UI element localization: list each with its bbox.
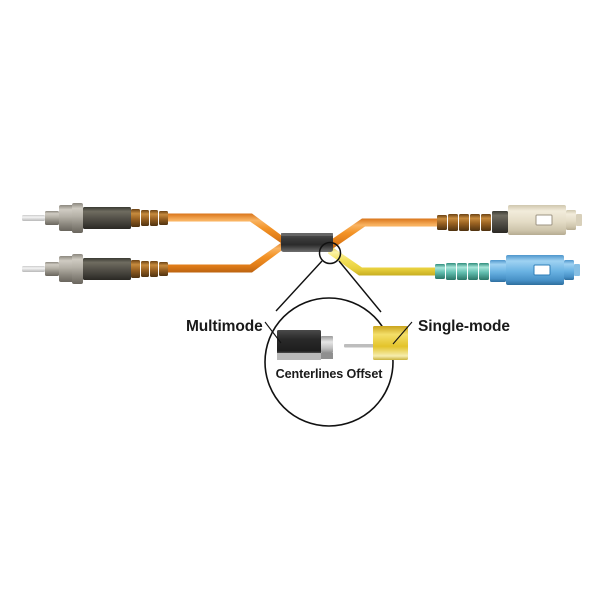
multimode-leader-line xyxy=(264,321,282,344)
st-upper-crimp-1 xyxy=(131,209,140,227)
sc-upper-crimp-3 xyxy=(459,214,469,231)
splitter-sleeve-highlight xyxy=(281,233,333,236)
magnifier-source-circle xyxy=(318,241,342,265)
magnifier-singlemode-ferrule-body xyxy=(373,326,408,360)
sc-upper-latch-slot xyxy=(535,214,553,226)
sc-lower-latch-slot xyxy=(533,264,551,276)
st-upper-crimp-2 xyxy=(141,210,149,226)
sc-lower-crimp-1 xyxy=(435,264,445,279)
cable-multimode-right xyxy=(330,218,440,249)
magnifier-multimode-ferrule-tip xyxy=(321,336,333,353)
sc-upper-crimp-4 xyxy=(470,214,480,231)
st-upper-crimp-4 xyxy=(159,211,168,225)
singlemode-label: Single-mode xyxy=(418,318,510,335)
st-upper-body xyxy=(83,207,131,229)
st-upper-ferrule xyxy=(45,211,59,225)
centerlines-offset-caption: Centerlines Offset xyxy=(276,367,384,381)
sc-lower-crimp-5 xyxy=(479,263,489,280)
st-lower-body xyxy=(83,258,131,280)
magnifier-lens xyxy=(264,297,394,427)
st-lower-crimp-3 xyxy=(150,261,158,277)
cable-multimode-upper-left xyxy=(168,213,283,245)
sc-lower-nose xyxy=(564,260,574,280)
magnifier-multimode-ferrule-underside xyxy=(277,353,321,360)
st-lower-crimp-4 xyxy=(159,262,168,276)
sc-lower-collar xyxy=(490,260,506,282)
magnifier-multimode-ferrule-body xyxy=(277,330,321,360)
st-connector-lower xyxy=(22,254,168,284)
sc-upper-crimp-1 xyxy=(437,215,447,230)
magnifier-multimode-tip-shadow xyxy=(321,353,333,359)
singlemode-leader-line xyxy=(392,321,413,345)
sc-upper-crimp-5 xyxy=(481,214,491,231)
sc-lower-crimp-2 xyxy=(446,263,456,280)
sc-lower-end-face xyxy=(574,264,580,276)
st-lower-fiber-tip xyxy=(22,266,45,272)
singlemode-label-group: Single-mode xyxy=(392,318,510,345)
st-lower-ferrule xyxy=(45,262,59,276)
st-upper-knurl-ring xyxy=(72,203,83,233)
sc-connector-upper-multimode xyxy=(437,205,582,235)
sc-upper-collar xyxy=(492,211,508,233)
magnifier-connector-left xyxy=(275,260,323,312)
st-upper-fiber-tip xyxy=(22,215,45,221)
cable-multimode-lower-left xyxy=(168,241,283,273)
sc-upper-crimp-2 xyxy=(448,214,458,231)
multimode-label: Multimode xyxy=(186,318,263,335)
sc-upper-nose xyxy=(566,210,576,230)
st-lower-crimp-1 xyxy=(131,260,140,278)
cable-group xyxy=(168,213,440,276)
sc-upper-end-face xyxy=(576,214,582,226)
magnifier-singlemode-fiber-strand xyxy=(344,344,374,348)
magnifier-callout: Centerlines Offset xyxy=(264,241,408,427)
sc-lower-crimp-4 xyxy=(468,263,478,280)
st-lower-crimp-2 xyxy=(141,261,149,277)
st-lower-knurl-ring xyxy=(72,254,83,284)
st-upper-crimp-3 xyxy=(150,210,158,226)
sc-connector-lower-singlemode xyxy=(435,255,580,285)
sc-lower-crimp-3 xyxy=(457,263,467,280)
cable-singlemode-right xyxy=(328,245,438,276)
multimode-label-group: Multimode xyxy=(186,318,282,344)
splitter-sleeve xyxy=(281,233,333,252)
st-connector-upper xyxy=(22,203,168,233)
magnifier-connector-right xyxy=(338,260,382,313)
